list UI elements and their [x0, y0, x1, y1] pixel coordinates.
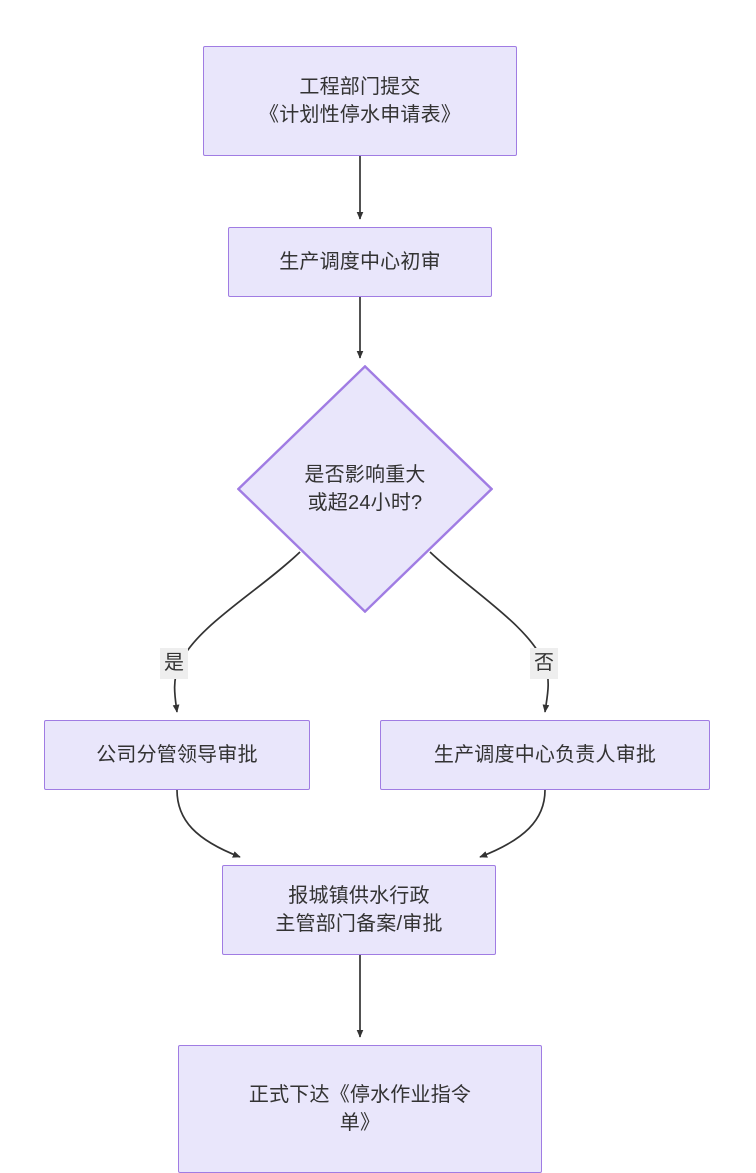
node-dispatch-center-manager-approval[interactable]: 生产调度中心负责人审批: [380, 720, 710, 790]
node-company-leader-approval[interactable]: 公司分管领导审批: [44, 720, 310, 790]
node-engineering-submit-application[interactable]: 工程部门提交 《计划性停水申请表》: [203, 46, 517, 156]
diamond-shape-icon: [237, 365, 493, 613]
node-dispatch-center-initial-review[interactable]: 生产调度中心初审: [228, 227, 492, 297]
edge-label-no: 否: [530, 648, 558, 679]
edge-leader-to-filing: [176, 789, 241, 858]
node-decision-major-impact-or-over-24h[interactable]: 是否影响重大 或超24小时?: [237, 365, 493, 613]
edge-label-yes: 是: [160, 648, 188, 679]
node-issue-shutdown-work-order[interactable]: 正式下达《停水作业指令 单》: [178, 1045, 542, 1173]
node-municipal-water-authority-filing[interactable]: 报城镇供水行政 主管部门备案/审批: [222, 865, 496, 955]
decision-label: 是否影响重大 或超24小时?: [304, 463, 426, 514]
edge-manager-to-filing: [479, 789, 546, 858]
